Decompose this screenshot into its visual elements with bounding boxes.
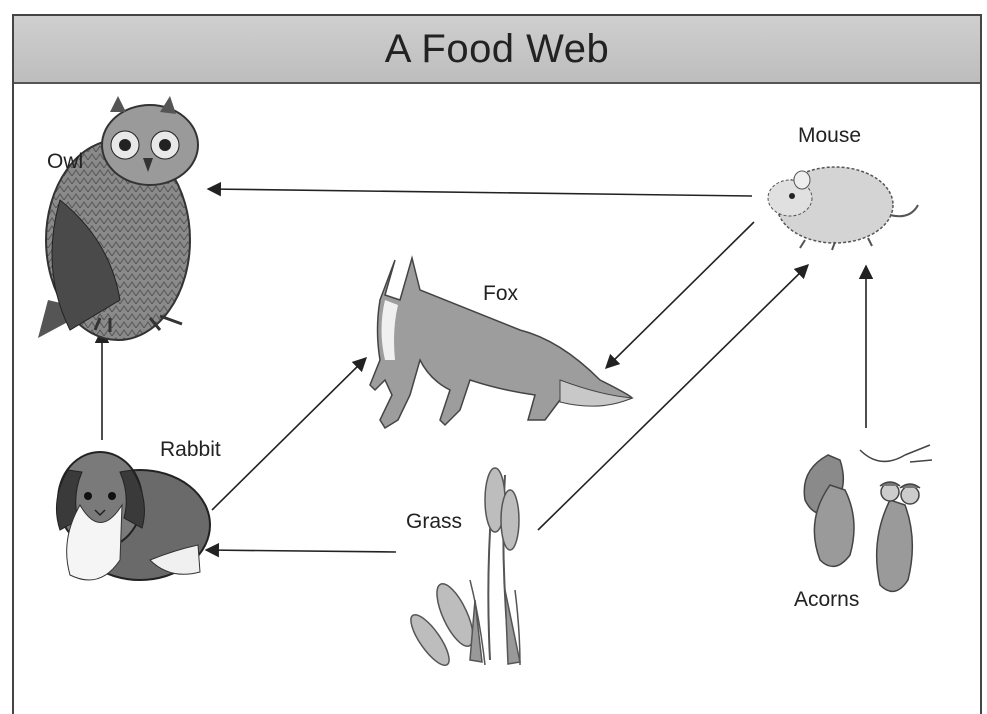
arrow-mouse-to-owl — [208, 189, 752, 196]
arrow-rabbit-to-fox — [212, 358, 366, 510]
label-grass: Grass — [406, 510, 462, 534]
owl-illustration — [38, 96, 198, 340]
arrow-grass-to-rabbit — [206, 550, 396, 552]
arrow-mouse-to-fox — [606, 222, 754, 368]
acorns-illustration — [804, 445, 932, 591]
rabbit-illustration — [56, 452, 210, 580]
label-fox: Fox — [483, 282, 518, 306]
label-owl: Owl — [47, 150, 83, 174]
label-rabbit: Rabbit — [160, 438, 221, 462]
grass-illustration — [405, 468, 520, 670]
label-acorns: Acorns — [794, 588, 859, 612]
label-mouse: Mouse — [798, 124, 861, 148]
mouse-illustration — [768, 167, 918, 250]
